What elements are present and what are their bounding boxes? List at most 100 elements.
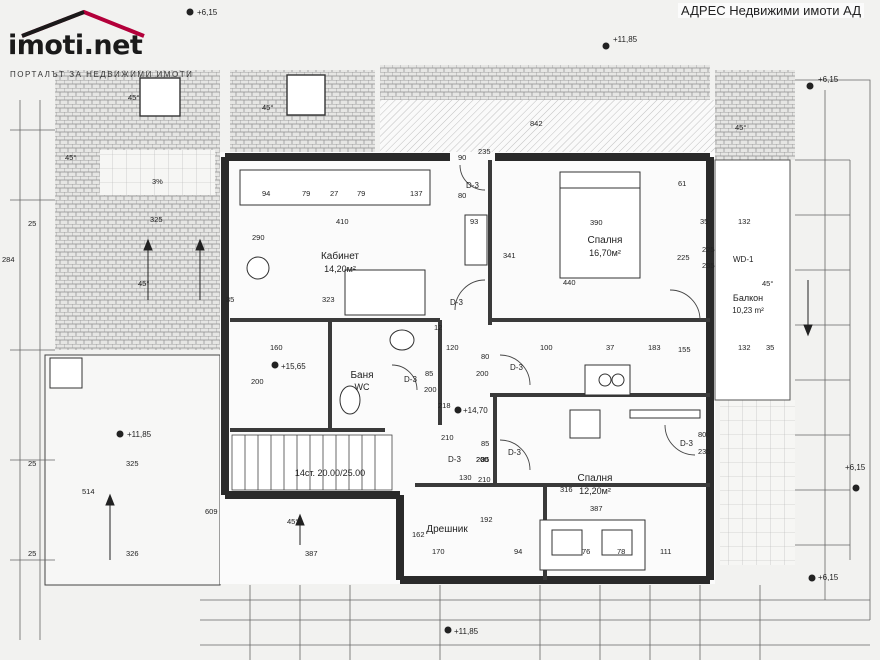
dimension: 183 [648, 343, 661, 352]
roof-logo-icon [21, 9, 145, 38]
level-value: +14,70 [463, 406, 488, 415]
dimension: 85 [425, 369, 433, 378]
dimension: 225 [677, 253, 690, 262]
logo-tagline: ПОРТАЛЪТ ЗА НЕДВИЖИМИ ИМОТИ [10, 70, 194, 79]
watermark-text: АДРЕС Недвижими имоти АД [678, 3, 864, 18]
dimension: 93 [470, 217, 478, 226]
dimension: 35 [700, 217, 708, 226]
dimension: 210 [478, 475, 491, 484]
dimension: 132 [738, 343, 751, 352]
door-tag: D-3 [404, 375, 417, 384]
dimension: 316 [560, 485, 573, 494]
door-tag: WD-1 [733, 255, 754, 264]
door-tag: D-3 [508, 448, 521, 457]
dimension: 25 [28, 219, 36, 228]
room-bedroom1-area: 16,70м² [589, 248, 621, 258]
left-grid-lines [10, 100, 55, 640]
room-office-name: Кабинет [321, 250, 359, 262]
room-bedroom2-name: Спалня [578, 473, 613, 484]
room-closet-name: Дрешник [426, 524, 468, 535]
dimension: 35 [226, 295, 234, 304]
door-tag: D-3 [466, 181, 479, 190]
room-office-area: 14,20м² [324, 264, 356, 274]
balcony-grid-lower [720, 400, 795, 565]
dimension: 341 [503, 251, 516, 260]
dimension: 160 [270, 343, 283, 352]
balcony-outline [714, 159, 791, 401]
dimension: 85 [481, 439, 489, 448]
dimension: 61 [678, 179, 686, 188]
dimension: 100 [540, 343, 553, 352]
dimension: 76 [582, 547, 590, 556]
dimension: 225 [702, 245, 715, 254]
roof-tiles-corner [715, 70, 795, 160]
room-bath-name: Баня [350, 370, 373, 381]
dimension: 25 [28, 549, 36, 558]
room-bath-wc: WC [355, 382, 370, 392]
dimension: 111 [660, 547, 671, 556]
dimension: 192 [480, 515, 493, 524]
exterior-walls [221, 153, 714, 584]
dimension: 200 [424, 385, 437, 394]
dimension: 410 [336, 217, 349, 226]
dimension: 12 [434, 323, 442, 332]
furniture [49, 169, 701, 571]
slope-label: 45° [287, 517, 298, 526]
dimension: 284 [2, 255, 15, 264]
dimension: 78 [617, 547, 625, 556]
dimension: 200 [251, 377, 264, 386]
roof-tiles-top-right [380, 65, 710, 100]
dimension: 90 [458, 153, 466, 162]
door-tag: D-3 [510, 363, 523, 372]
dimension: 79 [302, 189, 310, 198]
dimension: 35 [766, 343, 774, 352]
dimension: 80 [481, 352, 489, 361]
dimension: 25 [28, 459, 36, 468]
level-value: +6,15 [818, 573, 839, 582]
dimension: 94 [262, 189, 270, 198]
dimension: 94 [514, 547, 522, 556]
dimension: 162 [412, 530, 425, 539]
dimension: 325 [150, 215, 163, 224]
door-tag: D-3 [450, 298, 463, 307]
dimension: 132 [738, 217, 751, 226]
dimension: 200 [476, 369, 489, 378]
level-value: +6,15 [818, 75, 839, 84]
roof-tiles-left [55, 70, 220, 350]
level-value: +6,15 [197, 8, 218, 17]
slope-label: 45° [128, 93, 139, 102]
dimension: 609 [205, 507, 218, 516]
dimension: 85 [481, 455, 489, 464]
skylight-right [286, 74, 326, 116]
level-value: +11,85 [613, 35, 638, 44]
slope-label: 3% [152, 177, 163, 186]
dimension: 290 [252, 233, 265, 242]
dimension: 210 [441, 433, 454, 442]
dimension: 130 [459, 473, 472, 482]
dimension: 79 [357, 189, 365, 198]
dimension: 155 [678, 345, 691, 354]
terrace-hatch [380, 100, 715, 155]
logo-text: imoti.net [8, 30, 143, 61]
dimension: 27 [330, 189, 338, 198]
dimension: 200 [476, 455, 489, 464]
door-tag: D-3 [680, 439, 693, 448]
room-bedroom1-name: Спалня [588, 235, 623, 246]
room-balcony-name: Балкон [733, 293, 763, 303]
bottom-railing [200, 585, 870, 660]
room-balcony-area: 10,23 m² [732, 306, 764, 315]
dimension: 235 [698, 447, 711, 456]
dimension: 37 [606, 343, 614, 352]
dimension: 387 [590, 504, 603, 513]
right-railing [795, 79, 871, 620]
dimension: 390 [590, 218, 603, 227]
stairs-label: 14ст. 20.00/25.00 [295, 468, 365, 478]
dimension: 326 [126, 549, 139, 558]
site-logo[interactable]: imoti.net ПОРТАЛЪТ ЗА НЕДВИЖИМИ ИМОТИ [8, 8, 192, 79]
dimension: 387 [305, 549, 318, 558]
level-value: +6,15 [845, 463, 866, 472]
slope-label: 45° [138, 279, 149, 288]
dimension: 120 [446, 343, 459, 352]
dimension: 842 [530, 119, 543, 128]
